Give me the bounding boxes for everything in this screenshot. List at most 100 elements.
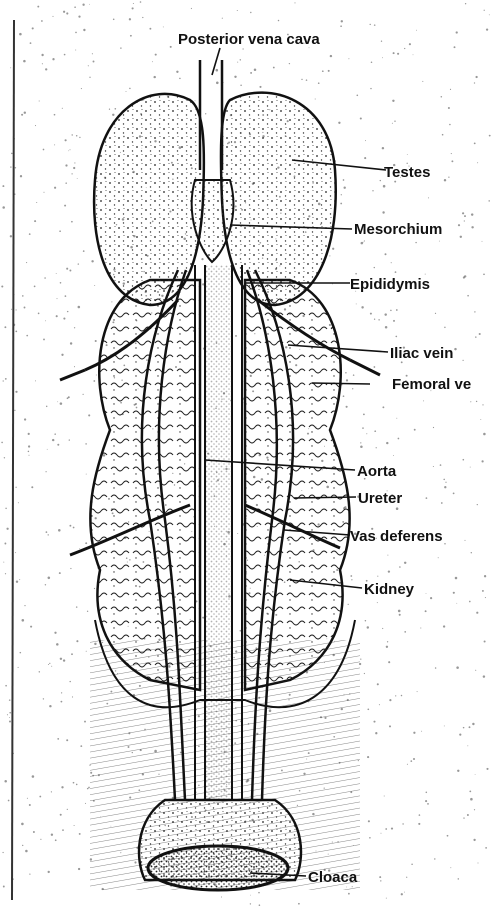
speck — [87, 788, 88, 789]
speck — [93, 61, 95, 63]
speck — [176, 71, 178, 73]
speck — [376, 447, 377, 448]
speck — [426, 497, 428, 499]
speck — [242, 48, 243, 49]
speck — [55, 839, 57, 841]
speck — [40, 839, 41, 840]
speck — [489, 14, 490, 15]
speck — [365, 140, 366, 141]
speck — [444, 179, 446, 181]
speck — [60, 282, 62, 284]
speck — [442, 134, 444, 136]
speck — [83, 29, 85, 31]
speck — [456, 31, 458, 33]
speck — [387, 641, 388, 642]
speck — [67, 809, 68, 810]
speck — [155, 54, 157, 56]
speck — [360, 658, 361, 659]
speck — [474, 142, 476, 144]
speck — [345, 372, 347, 374]
speck — [399, 614, 401, 616]
speck — [34, 220, 36, 222]
speck — [15, 391, 17, 393]
speck — [463, 817, 464, 818]
speck — [475, 76, 477, 78]
speck — [73, 527, 75, 529]
speck — [78, 868, 80, 870]
speck — [258, 892, 260, 894]
speck — [29, 455, 30, 456]
speck — [77, 178, 78, 179]
speck — [425, 800, 427, 802]
speck — [353, 374, 355, 376]
speck — [458, 224, 460, 226]
speck — [398, 438, 400, 440]
speck — [15, 331, 17, 333]
speck — [11, 153, 13, 155]
speck — [369, 24, 370, 25]
speck — [380, 180, 381, 181]
speck — [315, 98, 316, 99]
speck — [484, 10, 485, 11]
speck — [15, 167, 16, 168]
speck — [195, 100, 196, 101]
speck — [24, 605, 25, 606]
speck — [4, 326, 6, 328]
speck — [67, 311, 68, 312]
aorta-fill — [205, 265, 232, 800]
speck — [85, 542, 87, 544]
speck — [88, 65, 89, 66]
speck — [11, 309, 12, 310]
speck — [45, 68, 47, 70]
speck — [10, 235, 12, 237]
speck — [22, 619, 25, 622]
left-testis — [94, 94, 204, 305]
speck — [278, 20, 280, 22]
speck — [377, 576, 378, 577]
speck — [360, 445, 363, 448]
speck — [76, 606, 77, 607]
speck — [352, 388, 353, 389]
speck — [346, 379, 348, 381]
speck — [39, 671, 40, 672]
speck — [430, 597, 432, 599]
speck — [39, 100, 40, 101]
speck — [69, 439, 70, 440]
speck — [450, 867, 451, 868]
speck — [14, 410, 15, 411]
right-femoral-vein — [350, 360, 380, 375]
speck — [79, 548, 80, 549]
speck — [66, 12, 68, 14]
speck — [484, 640, 486, 642]
speck — [111, 301, 112, 302]
speck — [459, 734, 461, 736]
speck — [407, 154, 408, 155]
speck — [395, 336, 397, 338]
speck — [425, 610, 427, 612]
speck — [28, 433, 30, 435]
speck — [112, 114, 114, 116]
speck — [470, 467, 471, 468]
speck — [318, 82, 320, 84]
speck — [28, 451, 30, 453]
speck — [374, 430, 376, 432]
speck — [382, 406, 384, 408]
speck — [32, 775, 35, 778]
speck — [9, 712, 11, 714]
speck — [362, 427, 364, 429]
speck — [23, 60, 26, 63]
speck — [463, 276, 465, 278]
speck — [71, 653, 73, 655]
speck — [399, 566, 401, 568]
speck — [380, 880, 381, 881]
speck — [385, 253, 387, 255]
speck — [465, 3, 466, 4]
speck — [45, 471, 46, 472]
speck — [72, 134, 73, 135]
speck — [348, 893, 350, 895]
speck — [74, 825, 75, 826]
speck — [4, 457, 5, 458]
speck — [489, 135, 491, 137]
speck — [61, 701, 63, 703]
speck — [395, 695, 396, 696]
